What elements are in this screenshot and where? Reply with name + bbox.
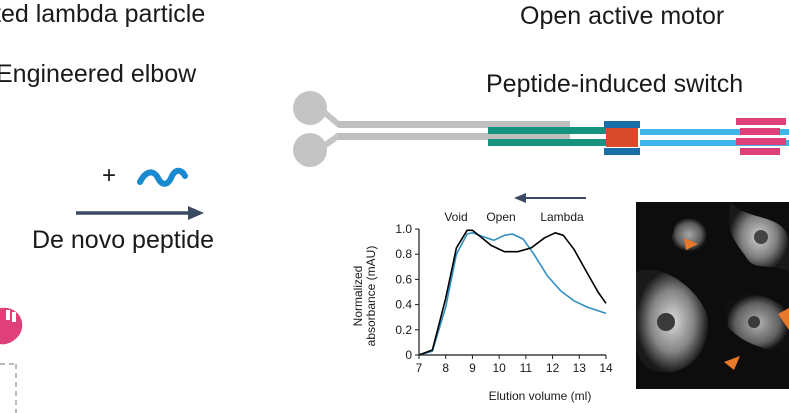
elution-arrow-icon: [514, 193, 586, 203]
plus-sign: +: [102, 162, 117, 189]
orange-arrowhead-icon: [684, 238, 698, 250]
x-axis-label: Elution volume (ml): [489, 389, 592, 403]
open-motor-label: Open active motor: [520, 2, 725, 30]
pink-bar-4: [740, 148, 780, 155]
rod-top: [338, 121, 570, 128]
x-tick-label: 12: [546, 361, 560, 375]
y-tick-label: 0.2: [395, 323, 412, 337]
y-axis-label-line2: absorbance (mAU): [364, 246, 378, 347]
series-line-black: [418, 229, 607, 356]
series-line-blue: [418, 232, 607, 356]
peptide-squiggle-icon: [137, 167, 188, 187]
y-tick-label: 1.0: [395, 222, 412, 236]
x-tick-label: 13: [573, 361, 587, 375]
head-bottom: [293, 133, 327, 167]
elution-chart: Void Open Lambda Elution volume (ml) Nor…: [351, 193, 613, 403]
x-tick-label: 14: [599, 361, 613, 375]
lambda-annotation: Lambda: [540, 210, 584, 224]
green-segment-top: [488, 127, 610, 134]
engineered-elbow-label: Engineered elbow: [0, 60, 197, 88]
orange-arrowhead-icon: [724, 356, 740, 370]
x-tick-label: 7: [416, 361, 423, 375]
lambda-particle-label: ted lambda particle: [0, 0, 206, 28]
open-annotation: Open: [486, 210, 515, 224]
coil-bottom: [640, 140, 789, 146]
x-tick-label: 11: [520, 361, 533, 375]
blue-cap-bottom: [604, 148, 640, 155]
coil-top: [640, 129, 789, 135]
y-tick-label: 0: [405, 348, 412, 362]
y-tick-label: 0.6: [395, 272, 412, 286]
green-segment-bottom: [488, 139, 610, 146]
x-tick-label: 9: [469, 361, 476, 375]
pink-bar-3: [736, 138, 786, 145]
x-tick-label: 8: [442, 361, 449, 375]
motor-schematic: [293, 91, 789, 167]
peptide-switch-label: Peptide-induced switch: [486, 70, 744, 98]
microscopy-image: [636, 202, 789, 389]
y-tick-label: 0.8: [395, 247, 412, 261]
pink-bar-2: [740, 128, 780, 135]
pink-bar-1: [736, 118, 786, 125]
y-axis-label-line1: Normalized: [351, 266, 365, 327]
flow-arrow-icon: [76, 206, 204, 220]
peptide-clamp: [606, 128, 638, 147]
rod-bottom: [338, 133, 570, 140]
lambda-fragment-icon: [0, 307, 23, 413]
orange-arrowhead-icon: [778, 308, 789, 330]
x-tick-label: 10: [492, 361, 506, 375]
head-top: [293, 91, 327, 125]
y-tick-label: 0.4: [395, 298, 412, 312]
de-novo-peptide-label: De novo peptide: [32, 226, 215, 254]
void-annotation: Void: [444, 210, 467, 224]
cells-render: [636, 202, 789, 373]
blue-cap-top: [604, 121, 640, 128]
